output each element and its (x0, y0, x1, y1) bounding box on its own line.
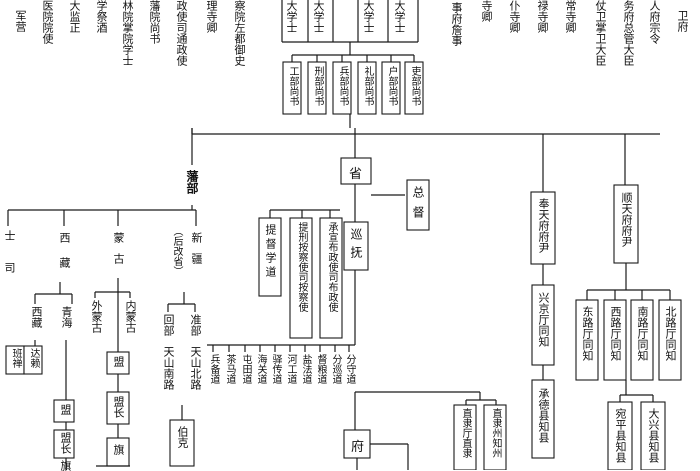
xingjing-label: 兴京厅同知 (537, 292, 550, 347)
menggu-qi: 旗 (112, 444, 125, 455)
chengde-label: 承德县知县 (537, 388, 550, 443)
top-node-16: 禄寺卿 (536, 0, 549, 33)
frontier-xizang: 西藏 (58, 232, 71, 282)
zhili-zhou: 直隶州知州 (490, 408, 501, 458)
top-node-21: 卫府 (676, 10, 689, 32)
official-judicial: 提刑按察使司按察使 (296, 222, 307, 312)
dao-item: 兵备道 (208, 354, 219, 384)
top-node-3: 学祭酒 (95, 0, 108, 33)
county-wanping: 宛平县知县 (614, 408, 627, 463)
top-node-1: 医院院使 (41, 0, 54, 44)
dao-item: 分守道 (344, 354, 355, 384)
top-node-13: 事府詹事 (450, 2, 463, 46)
top-node-10: 大学士 (312, 0, 325, 33)
top-node-6: 政使司通政使 (175, 0, 188, 66)
frontier-xinjiang: 新疆 (190, 232, 203, 274)
dao-item: 河工道 (285, 354, 296, 384)
xinjiang-north-route: 天山北路 (189, 346, 202, 390)
fu-label: 府 (351, 440, 365, 455)
ministry-rites: 礼部尚书 (362, 66, 373, 106)
fanbu-label: 藩部 (185, 170, 199, 194)
xizang-sub: 西藏 (30, 306, 43, 328)
dao-item: 分巡道 (330, 354, 341, 384)
xinjiang-south-route: 天山南路 (162, 346, 175, 390)
xinjiang-huibu: 回部 (162, 314, 175, 336)
shuntian-label: 顺天府府尹 (620, 192, 633, 247)
menggu-inner: 内蒙古 (124, 300, 137, 333)
top-node-7: 理寺卿 (205, 0, 218, 33)
xinjiang-boke: 伯克 (176, 426, 189, 448)
top-node-9: 大学士 (285, 0, 298, 33)
dao-item: 驿传道 (270, 354, 281, 384)
frontier-menggu: 蒙古 (112, 232, 125, 274)
top-node-17: 常寺卿 (564, 0, 577, 33)
top-node-14: 寺卿 (480, 0, 493, 22)
dao-item: 海关道 (255, 354, 266, 384)
top-node-12: 大学士 (393, 0, 406, 33)
dao-item: 茶马道 (224, 354, 235, 384)
top-node-8: 察院左都御史 (233, 0, 246, 66)
frontier-far-left: 士 (3, 230, 16, 241)
ministry-personnel: 吏部尚书 (409, 66, 420, 106)
xizang-leaf-dalai: 达赖 (28, 348, 39, 368)
frontier-xinjiang-note: （后改省） (171, 226, 182, 276)
ministry-war: 兵部尚书 (337, 66, 348, 106)
top-node-2: 大监正 (68, 0, 81, 33)
fengtian-label: 奉天府府尹 (537, 198, 550, 253)
ministry-revenue: 户部尚书 (386, 66, 397, 106)
menggu-mengzhang: 盟长 (112, 396, 125, 418)
ministry-works: 工部尚书 (287, 66, 298, 106)
shuntian-sub: 北路厅同知 (664, 306, 677, 361)
connector-lines (5, 0, 682, 470)
zhili-ting: 直隶厅直隶 (460, 408, 471, 458)
menggu-outer: 外蒙古 (90, 300, 103, 333)
qinghai-meng: 盟 (59, 404, 72, 415)
shuntian-sub: 南路厅同知 (636, 306, 649, 361)
xizang-leaf-panchen: 班禅 (10, 348, 21, 368)
shuntian-sub: 西路厅同知 (609, 306, 622, 361)
top-node-0: 军营 (14, 10, 27, 32)
top-node-15: 仆寺卿 (508, 0, 521, 33)
ministry-justice: 刑部尚书 (312, 66, 323, 106)
top-node-5: 藩院尚书 (148, 0, 161, 44)
official-education: 提督学道 (264, 224, 277, 280)
shuntian-sub: 东路厅同知 (581, 306, 594, 361)
dao-item: 盐法道 (300, 354, 311, 384)
sheng-label: 省 (349, 167, 363, 182)
qinghai-qi: 旗 (59, 460, 72, 471)
zongdu-label: 总督 (411, 186, 425, 226)
top-node-4: 林院掌院学士 (121, 0, 134, 66)
top-node-19: 务府总管大臣 (622, 0, 635, 66)
top-node-20: 人府宗令 (648, 0, 661, 44)
top-node-11: 大学士 (362, 0, 375, 33)
official-administrative: 承宣布政使司布政使 (326, 222, 337, 312)
county-daxing: 大兴县知县 (647, 408, 660, 463)
frontier-far-left-b: 司 (3, 262, 16, 273)
dao-item: 督粮道 (315, 354, 326, 384)
xinjiang-zhunbu: 准部 (189, 314, 202, 336)
qinghai-mengzhang: 盟长 (59, 432, 72, 454)
top-node-18: 仗卫掌卫大臣 (594, 0, 607, 66)
qinghai-sub: 青海 (60, 306, 73, 328)
dao-item: 屯田道 (240, 354, 251, 384)
xunfu-label: 巡抚 (349, 228, 363, 264)
menggu-meng: 盟 (112, 356, 125, 367)
